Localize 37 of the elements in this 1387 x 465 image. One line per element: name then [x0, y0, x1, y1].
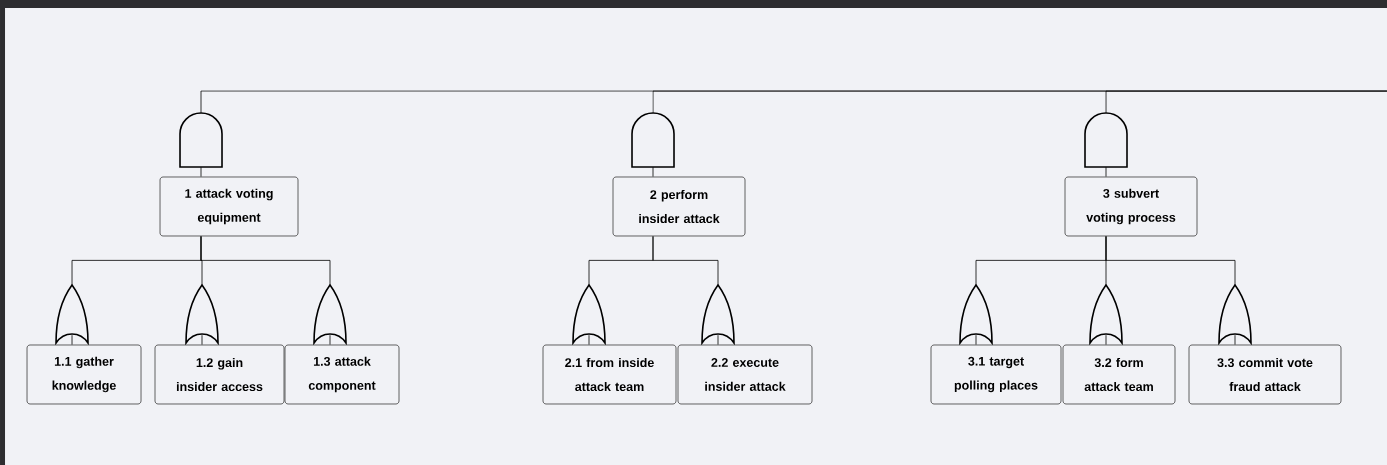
event-box: 3.3 commit vote fraud attack — [1188, 344, 1342, 405]
connector-line — [1105, 166, 1107, 177]
connector-line — [1105, 90, 1387, 114]
connector-line — [1234, 334, 1236, 345]
event-box: 2 perform insider attack — [612, 176, 746, 237]
connector-line — [717, 334, 719, 345]
event-box: 1 attack voting equipment — [159, 176, 299, 237]
event-box: 2.2 execute insider attack — [677, 344, 813, 405]
event-box: 3.2 form attack team — [1062, 344, 1176, 405]
event-box: 2.1 from inside attack team — [542, 344, 677, 405]
event-box: 1.3 attack component — [284, 344, 400, 405]
or-gate — [701, 284, 735, 344]
event-box: 1.1 gather knowledge — [26, 344, 142, 405]
connector-line — [652, 236, 719, 286]
connector-line — [652, 166, 654, 177]
or-gate — [185, 284, 219, 344]
connector-line — [588, 334, 590, 345]
event-box: 3 subvert voting process — [1064, 176, 1198, 237]
and-gate — [631, 112, 675, 168]
or-gate — [313, 284, 347, 344]
and-gate — [179, 112, 223, 168]
connector-line — [329, 334, 331, 345]
or-gate — [1089, 284, 1123, 344]
connector-line — [1105, 236, 1236, 286]
connector-line — [201, 334, 203, 345]
event-box: 1.2 gain insider access — [154, 344, 285, 405]
connector-line — [200, 166, 202, 177]
connector-line — [200, 236, 331, 286]
connector-line — [975, 334, 977, 345]
connector-line — [71, 334, 73, 345]
or-gate — [55, 284, 89, 344]
event-box: 3.1 target polling places — [930, 344, 1062, 405]
and-gate — [1084, 112, 1128, 168]
or-gate — [572, 284, 606, 344]
or-gate — [959, 284, 993, 344]
connector-line — [1105, 334, 1107, 345]
or-gate — [1218, 284, 1252, 344]
